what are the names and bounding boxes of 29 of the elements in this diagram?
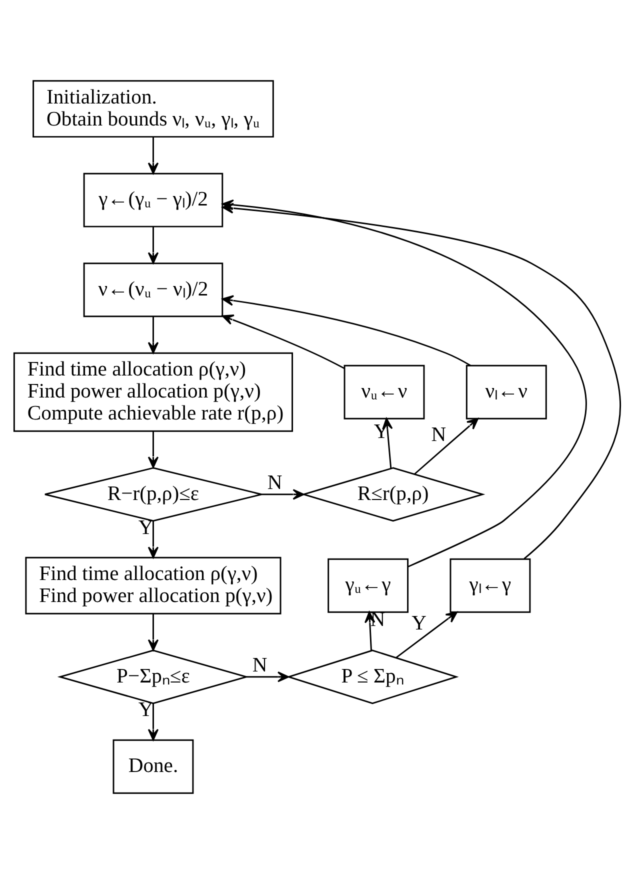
edge-label: N	[267, 472, 282, 494]
node-box: γ←(γᵤ − γₗ)/2	[83, 172, 224, 228]
arrow	[222, 314, 345, 370]
node-box: Find time allocation ρ(γ,ν) Find power allocation p(γ,ν) Compute achievable rate r(p,ρ)	[13, 352, 294, 432]
node-box: νᵤ←ν	[344, 364, 425, 420]
arrow	[148, 614, 159, 651]
node-box: Initialization. Obtain bounds νₗ, νᵤ, γₗ, γᵤ	[32, 80, 274, 138]
arrow	[396, 611, 458, 658]
node-box: ν←(νᵤ − νₗ)/2	[83, 262, 224, 318]
arrow	[222, 295, 471, 366]
arrow	[414, 418, 479, 475]
arrow	[148, 431, 159, 468]
edge-label: N	[252, 654, 268, 676]
node-box: νₗ←ν	[466, 364, 547, 420]
node-box: Find time allocation ρ(γ,ν) Find power allocation p(γ,ν)	[25, 556, 282, 614]
arrow	[148, 316, 159, 354]
node-box: γₗ←γ	[450, 558, 531, 613]
arrow	[148, 226, 159, 264]
arrow	[148, 136, 159, 174]
node-box: Done.	[112, 739, 194, 794]
arrow	[246, 672, 290, 682]
edge-label: Y	[412, 612, 427, 634]
node-diamond: P ≤ Σpₙ	[286, 650, 459, 704]
arrow	[261, 489, 304, 500]
edge-label: N	[431, 424, 446, 446]
node-diamond: R−r(p,ρ)≤ε	[44, 467, 262, 522]
node-box: γᵤ←γ	[328, 558, 409, 613]
arrow	[148, 703, 159, 741]
arrow	[148, 520, 159, 558]
